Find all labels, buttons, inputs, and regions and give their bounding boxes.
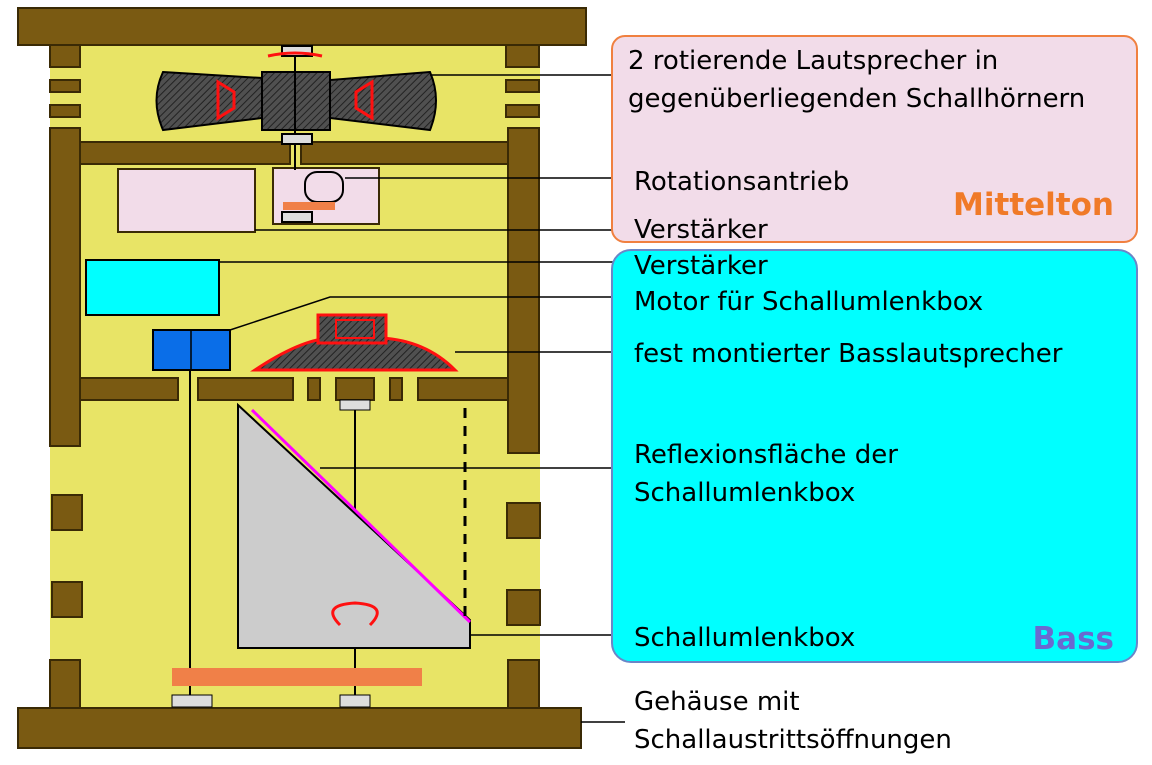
label-reflection-surface: Reflexionsfläche der Schallumlenkbox [634,440,898,508]
label-deflector-box: Schallumlenkbox [634,623,856,653]
bass-section-box: Bass [611,249,1138,663]
leader-lines [219,74,625,723]
mid-amplifier [117,168,256,233]
reflection-surface [250,408,472,624]
midrange-section-box: Mittelton [611,35,1138,243]
label-amplifier-mid: Verstärker [634,215,768,245]
rotation-arrow-top [267,51,323,58]
bass-section-label: Bass [1032,621,1114,657]
bottom-belt [172,668,422,686]
label-amplifier-bass: Verstärker [634,251,768,281]
bass-amplifier [85,259,220,316]
label-housing: Gehäuse mit Schallaustrittsöffnungen [634,687,952,755]
rotation-arrow-bottom [331,601,379,627]
midrange-section-label: Mittelton [953,187,1114,223]
cabinet-walls [17,7,587,749]
label-bass-speaker: fest montierter Basslautsprecher [634,339,1063,369]
label-rotation-drive: Rotationsantrieb [634,167,850,197]
label-rotating-speakers: 2 rotierende Lautsprecher in gegenüberli… [628,46,1086,114]
drive-belt [283,202,335,210]
label-motor: Motor für Schallumlenkbox [634,287,984,317]
mid-horns [155,45,437,223]
